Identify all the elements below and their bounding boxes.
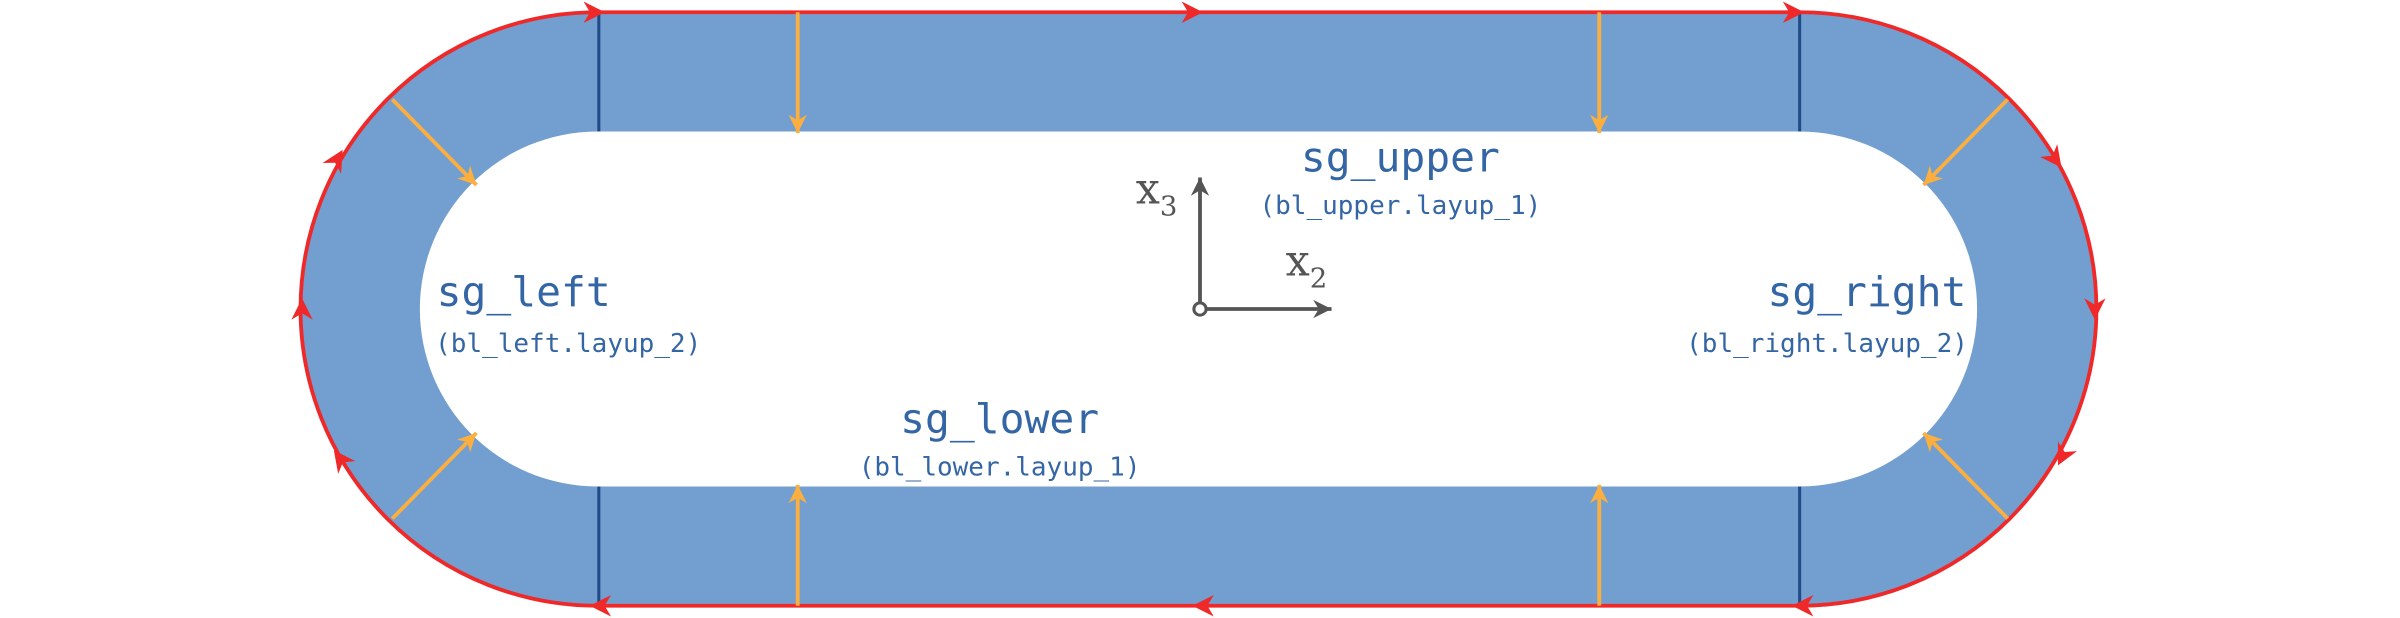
segment-dividers <box>597 12 1802 606</box>
segment-lower-name: sg_lower <box>900 395 1099 443</box>
coordinate-axes: x3 x2 <box>1136 164 1332 319</box>
segment-left-name: sg_left <box>437 268 611 316</box>
segment-upper-layup: (bl_upper.layup_1) <box>1260 191 1542 221</box>
segment-upper-name: sg_upper <box>1301 133 1500 181</box>
x2-axis-label: x2 <box>1286 236 1328 294</box>
origin-marker <box>1192 301 1208 317</box>
segment-lower-layup: (bl_lower.layup_1) <box>859 453 1141 483</box>
segment-right-name: sg_right <box>1767 268 1966 316</box>
x3-axis-label: x3 <box>1136 164 1178 222</box>
segment-left-layup: (bl_left.layup_2) <box>435 329 701 359</box>
normal-arrows <box>390 12 2010 606</box>
segment-right-layup: (bl_right.layup_2) <box>1686 329 1968 359</box>
section-ring <box>300 12 2097 606</box>
